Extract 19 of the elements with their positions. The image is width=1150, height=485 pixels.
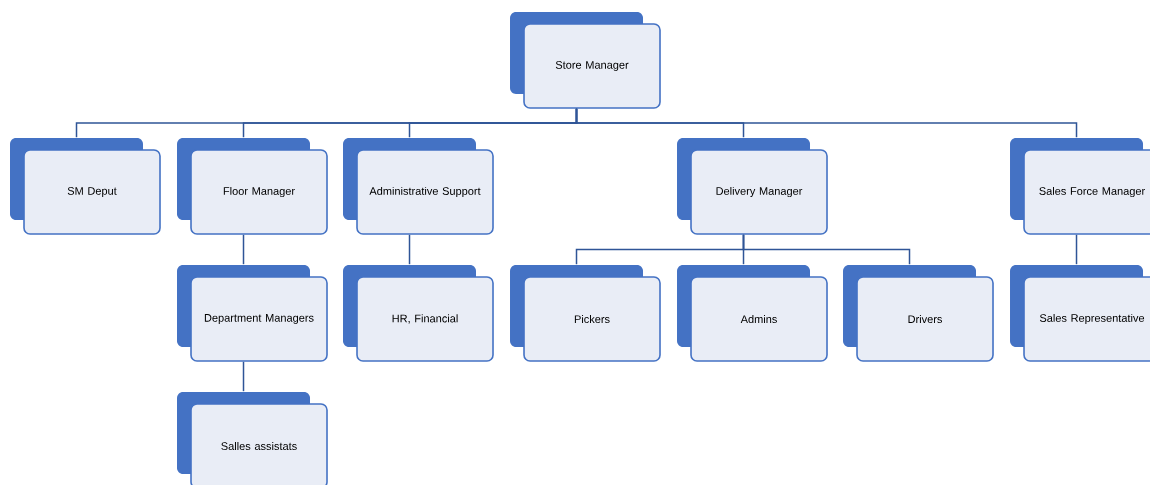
org-chart-box: HR, Financial [343, 265, 494, 362]
connector-line [242, 234, 245, 265]
org-chart-box: Drivers [843, 265, 994, 362]
org-chart-box: Sales Force Manager [1010, 138, 1150, 235]
org-chart-box: Admins [677, 265, 828, 362]
org-chart-box: SM Deput [10, 138, 161, 235]
org-chart-box: Store Manager [510, 12, 661, 109]
org-chart-box: Pickers [510, 265, 661, 362]
connector-line [742, 234, 911, 265]
org-chart-box: Department Managers [177, 265, 328, 362]
connector-line [242, 361, 245, 392]
connector-line [408, 234, 411, 265]
org-chart-box: Floor Manager [177, 138, 328, 235]
org-chart-box: Delivery Manager [677, 138, 828, 235]
org-chart-box: Administrative Support [343, 138, 494, 235]
connector-line [1075, 234, 1078, 265]
org-chart-box: Sales Representative [1010, 265, 1150, 362]
org-chart-box: Salles assistats [177, 392, 328, 485]
connector-line [575, 108, 1078, 138]
